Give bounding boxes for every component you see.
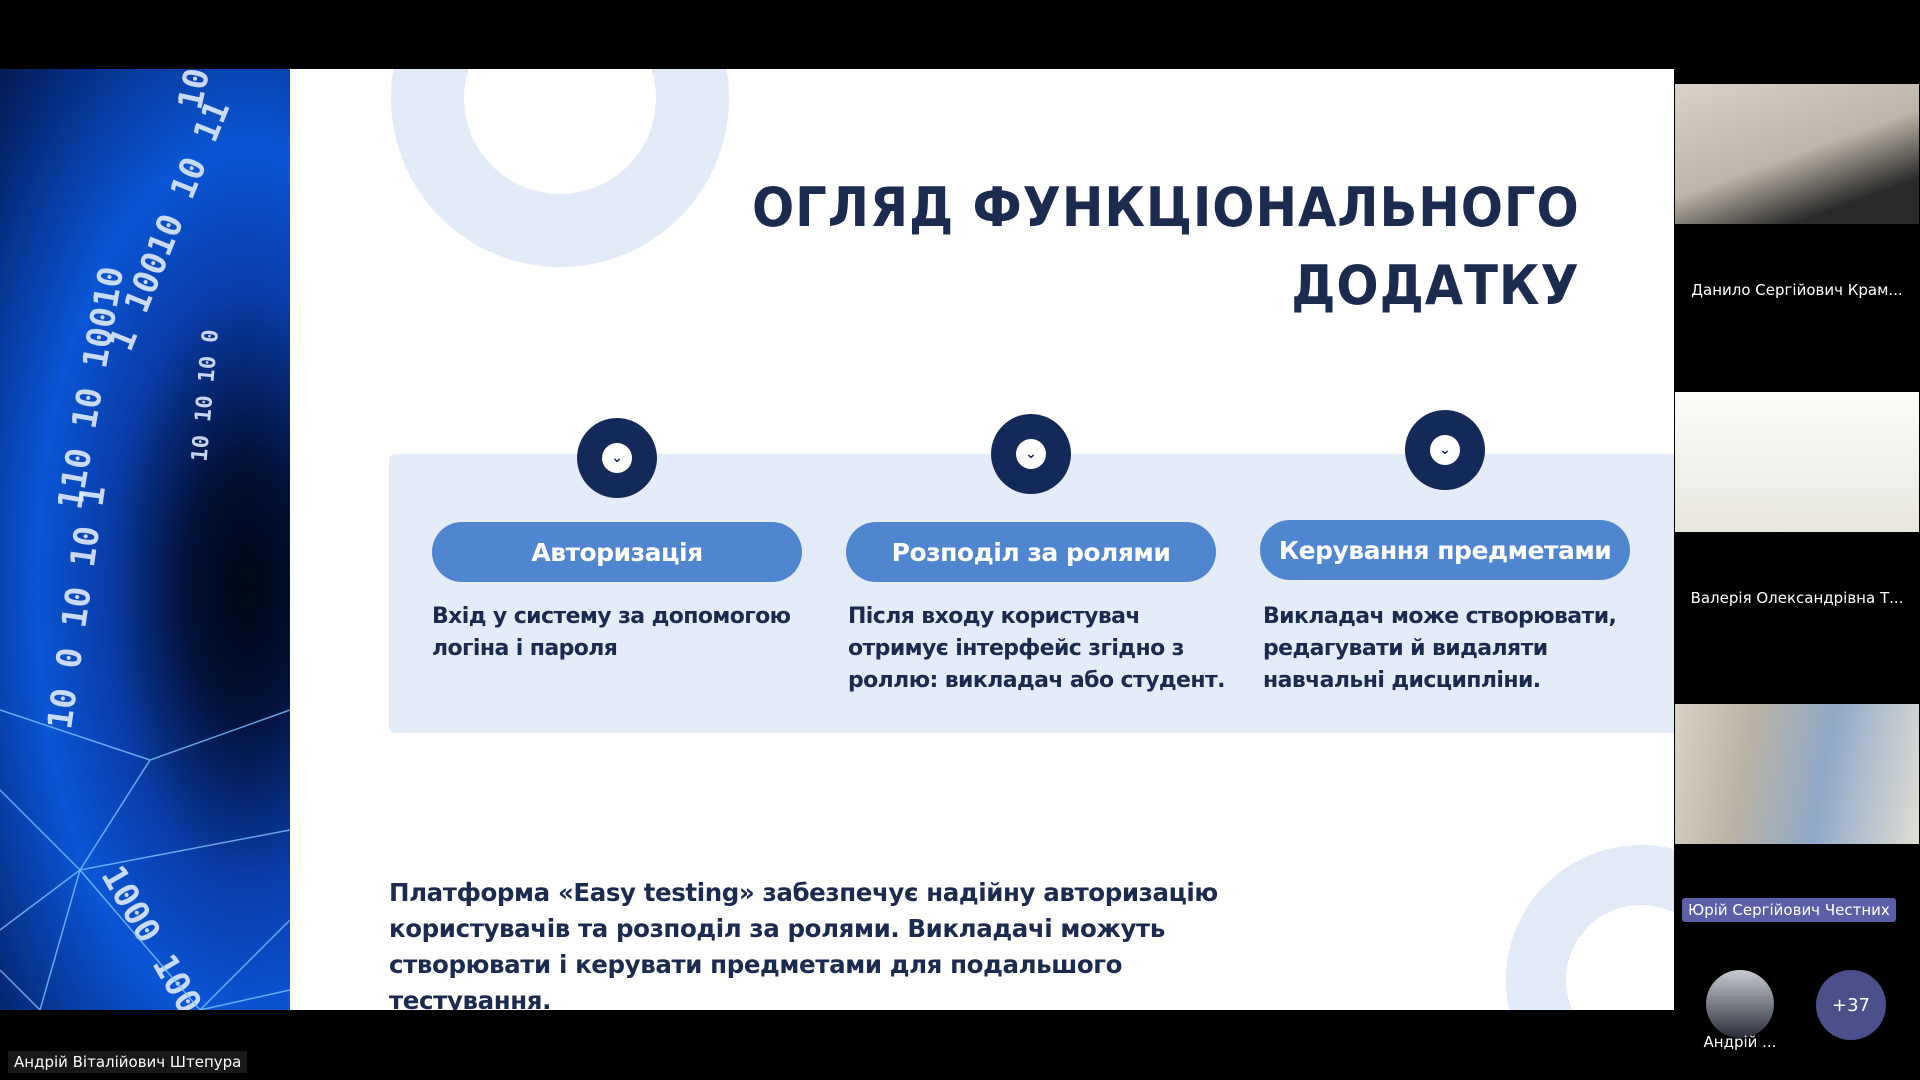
summary-paragraph: Платформа «Easy testing» забезпечує наді… [389, 878, 1218, 1010]
step-label-authorization: Авторизація [432, 522, 802, 582]
chevron-down-icon: ⌄ [1016, 439, 1046, 469]
participant-avatar[interactable] [1706, 970, 1774, 1038]
step-node-3: ⌄ [1405, 410, 1485, 490]
title-line: ДОДАТКУ [1291, 254, 1580, 317]
step-node-2: ⌄ [991, 414, 1071, 494]
participant-video[interactable] [1675, 392, 1919, 532]
participant-video[interactable] [1675, 84, 1919, 224]
step-node-1: ⌄ [577, 418, 657, 498]
chevron-down-icon: ⌄ [1430, 435, 1460, 465]
step-label-roles: Розподіл за ролями [846, 522, 1216, 582]
binary-text: 110 10 10010 [50, 263, 133, 513]
network-lines [0, 709, 290, 1010]
slide-title: ОГЛЯД ФУНКЦІОНАЛЬНОГО ДОДАТКУ [752, 169, 1580, 325]
chevron-down-icon: ⌄ [602, 443, 632, 473]
participant-video[interactable] [1675, 704, 1919, 844]
participant-name: Андрій ... [1703, 1033, 1777, 1051]
participant-name: Валерія Олександрівна Т... [1690, 589, 1904, 607]
title-line: ОГЛЯД ФУНКЦІОНАЛЬНОГО [752, 176, 1580, 239]
decor-ring [391, 69, 729, 267]
binary-text: 10 10 10 0 [187, 328, 224, 463]
participant-name: Данило Сергійович Крам... [1691, 281, 1903, 299]
decor-ring [1506, 845, 1674, 1010]
more-participants-button[interactable]: +37 [1816, 970, 1886, 1040]
steps-panel [389, 454, 1674, 733]
step-description: Після входу користувач отримує інтерфейс… [848, 604, 1225, 693]
step-label-subjects: Керування предметами [1260, 520, 1630, 580]
active-speaker-name: Юрій Сергійович Честних [1682, 898, 1896, 922]
presenter-name: Андрій Віталійович Штепура [8, 1051, 248, 1073]
step-description: Викладач може створювати, редагувати й в… [1263, 604, 1617, 693]
step-description: Вхід у систему за допомогою логіна і пар… [432, 604, 791, 661]
